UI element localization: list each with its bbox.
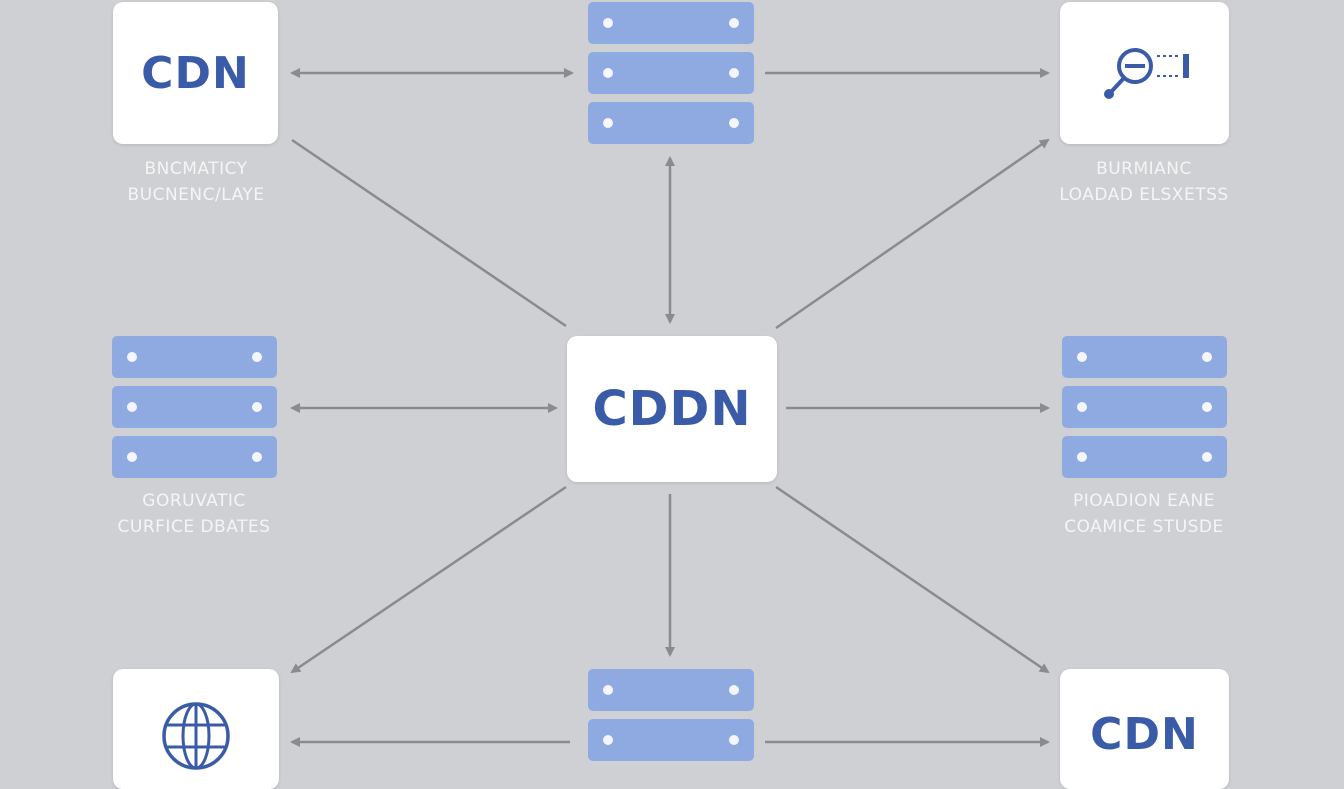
caption-top-left: BNCMATICY BUCNENC/LAYE xyxy=(86,156,306,208)
arrow-center-topright xyxy=(775,138,1050,330)
caption-line-2: LOADAD ELSXETSS xyxy=(1059,185,1229,205)
server-rack-icon xyxy=(588,2,754,144)
connection-arrows xyxy=(290,68,1050,747)
magnifier-icon xyxy=(1103,48,1189,99)
arrow-center-bottomright xyxy=(775,485,1050,674)
caption-mid-left: GORUVATIC CURFICE DBATES xyxy=(84,488,304,540)
globe-card-bottom-left xyxy=(113,669,279,789)
cdn-card-bottom-right: CDN xyxy=(1060,669,1229,789)
cdn-card-title: CDN xyxy=(141,47,250,99)
server-rack-icon xyxy=(1062,336,1227,478)
globe-icon xyxy=(162,702,230,770)
arrow-center-bottomleft xyxy=(290,485,567,674)
caption-line-1: PIOADION EANE xyxy=(1073,491,1215,511)
caption-top-right: BURMIANC LOADAD ELSXETSS xyxy=(1034,156,1254,208)
line-topleft-center xyxy=(291,138,567,328)
server-rack-icon xyxy=(588,669,754,789)
cdn-card-title: CDN xyxy=(1090,709,1199,760)
caption-line-2: COAMICE STUSDE xyxy=(1064,517,1224,537)
caption-line-1: BURMIANC xyxy=(1096,159,1192,179)
cddn-card-center: CDDN xyxy=(567,336,777,482)
search-card-top-right xyxy=(1060,2,1229,144)
caption-line-2: CURFICE DBATES xyxy=(117,517,271,537)
caption-line-1: BNCMATICY xyxy=(144,159,248,179)
server-rack-icon xyxy=(112,336,277,478)
caption-line-1: GORUVATIC xyxy=(142,491,246,511)
caption-line-2: BUCNENC/LAYE xyxy=(127,185,265,205)
cdn-card-top-left: CDN xyxy=(113,2,278,144)
caption-mid-right: PIOADION EANE COAMICE STUSDE xyxy=(1034,488,1254,540)
center-card-title: CDDN xyxy=(592,381,752,437)
